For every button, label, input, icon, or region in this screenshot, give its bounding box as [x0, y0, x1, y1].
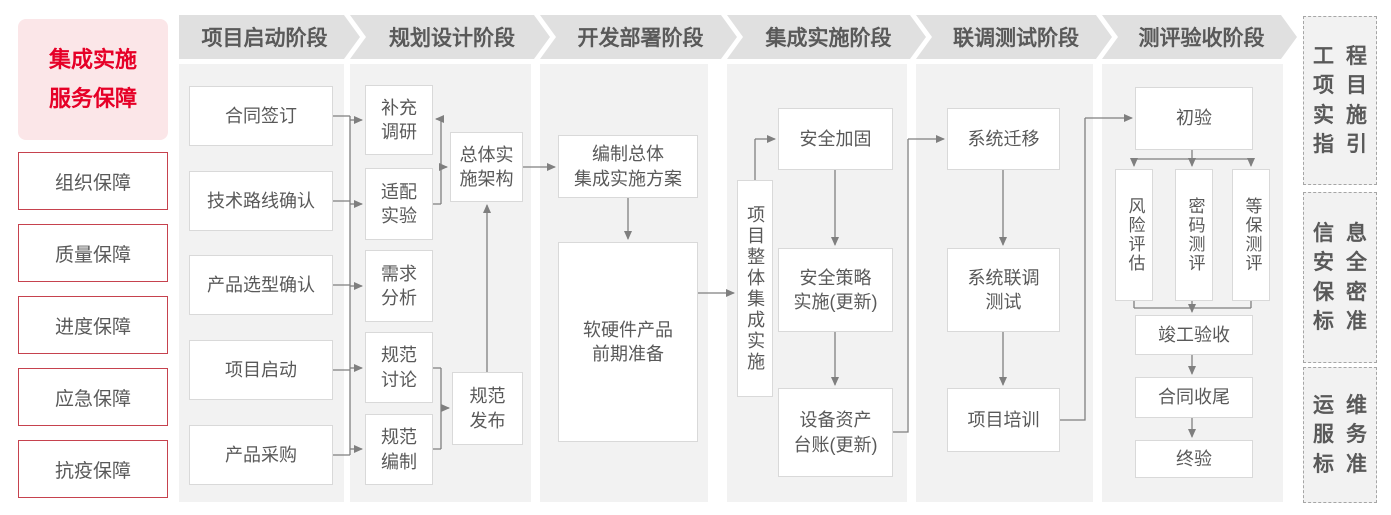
box-project-training: 项目培训 — [947, 388, 1060, 452]
box-overall-plan-drafting: 编制总体 集成实施方案 — [558, 135, 698, 198]
box-requirement-analysis: 需求 分析 — [365, 250, 433, 322]
box-crypto-evaluation: 密码测评 — [1175, 169, 1213, 301]
standard-om-service-label: 运维 服务 标准 — [1313, 393, 1379, 476]
box-supplementary-research: 补充 调研 — [365, 85, 433, 155]
box-spec-drafting: 规范 编制 — [365, 414, 433, 485]
box-tech-route-confirmation: 技术路线确认 — [189, 171, 333, 231]
sidebar-item-organization: 组织保障 — [18, 152, 168, 210]
phase-header-development-deployment: 开发部署阶段 — [540, 15, 737, 59]
box-classified-protection-eval: 等保测评 — [1232, 169, 1270, 301]
phase-header-integration-implementation: 集成实施阶段 — [727, 15, 926, 59]
box-initial-acceptance: 初验 — [1135, 87, 1253, 150]
sidebar-item-schedule: 进度保障 — [18, 296, 168, 354]
box-completion-acceptance: 竣工验收 — [1135, 315, 1253, 355]
sidebar-title: 集成实施 服务保障 — [18, 19, 168, 140]
box-hw-sw-preparation: 软硬件产品 前期准备 — [558, 242, 698, 442]
box-risk-assessment: 风险评估 — [1115, 169, 1153, 301]
box-project-kickoff: 项目启动 — [189, 340, 333, 400]
standard-infosec-confidentiality-label: 信息 安全 保密 标准 — [1313, 221, 1379, 333]
sidebar-item-emergency: 应急保障 — [18, 368, 168, 426]
box-contract-closure: 合同收尾 — [1135, 377, 1253, 418]
phase-header-joint-testing: 联调测试阶段 — [916, 15, 1112, 59]
box-product-procurement: 产品采购 — [189, 425, 333, 485]
box-adaptation-experiment: 适配 实验 — [365, 168, 433, 240]
phase-header-project-initiation: 项目启动阶段 — [179, 15, 360, 59]
standard-engineering-guide: 工程 项目 实施 指引 — [1303, 16, 1377, 185]
box-overall-architecture: 总体实 施架构 — [450, 132, 523, 202]
standard-engineering-guide-label: 工程 项目 实施 指引 — [1313, 44, 1379, 156]
phase-header-planning-design: 规划设计阶段 — [350, 15, 550, 59]
box-spec-discussion: 规范 讨论 — [365, 332, 433, 403]
box-asset-ledger-update: 设备资产 台账(更新) — [778, 388, 893, 477]
box-contract-signing: 合同签订 — [189, 86, 333, 146]
box-system-migration: 系统迁移 — [947, 108, 1060, 170]
sidebar-item-quality: 质量保障 — [18, 224, 168, 282]
standard-infosec-confidentiality: 信息 安全 保密 标准 — [1303, 192, 1377, 363]
box-security-hardening: 安全加固 — [778, 108, 893, 170]
box-security-policy-update: 安全策略 实施(更新) — [778, 248, 893, 332]
phase-header-evaluation-acceptance: 测评验收阶段 — [1102, 15, 1297, 59]
box-joint-debugging-test: 系统联调 测试 — [947, 248, 1060, 332]
box-spec-release: 规范 发布 — [452, 372, 523, 445]
box-product-selection: 产品选型确认 — [189, 255, 333, 315]
box-project-overall-integration: 项目整体集成实施 — [737, 180, 773, 397]
box-final-acceptance: 终验 — [1135, 440, 1253, 478]
sidebar-item-pandemic: 抗疫保障 — [18, 440, 168, 498]
standard-om-service: 运维 服务 标准 — [1303, 367, 1377, 503]
